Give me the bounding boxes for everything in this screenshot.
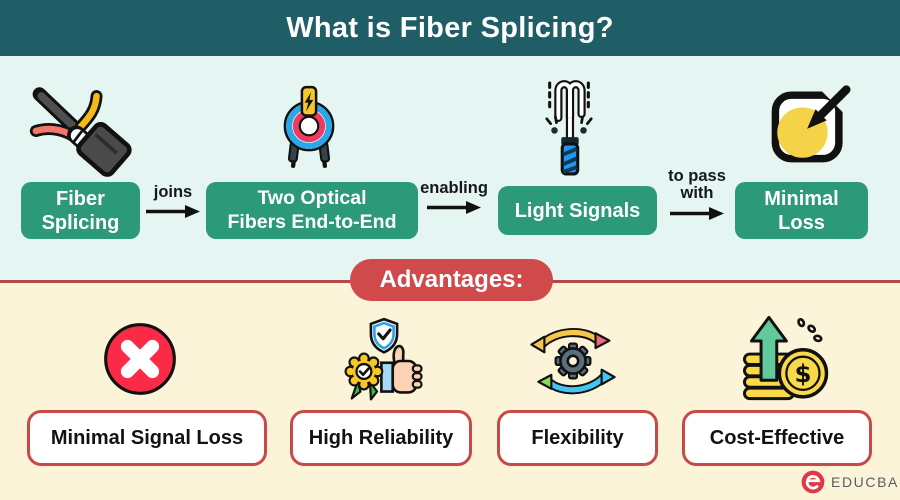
brand-logo: EDUCBA — [800, 469, 899, 495]
educba-swirl-icon — [801, 470, 825, 494]
light-signal-wand-icon — [540, 79, 598, 176]
advantage-box-cost-effective: Cost-Effective — [682, 410, 872, 466]
optical-fiber-coil-icon — [270, 76, 348, 179]
header-banner: What is Fiber Splicing? — [0, 0, 900, 56]
advantage-label: Minimal Signal Loss — [50, 426, 244, 449]
cross-circle-icon — [101, 320, 179, 398]
step-box-two-optical-fibers: Two Optical Fibers End-to-End — [206, 182, 418, 239]
step-label: Two Optical Fibers End-to-End — [227, 187, 397, 233]
step-label: Light Signals — [514, 199, 641, 222]
connector-enabling: enabling — [420, 179, 488, 215]
minimize-arrow-icon — [762, 84, 856, 168]
svg-text:$: $ — [794, 359, 811, 388]
thumbs-up-badge-icon — [336, 316, 432, 406]
step-box-minimal-loss: Minimal Loss — [735, 182, 868, 239]
fiber-cable-icon — [22, 85, 138, 177]
advantage-box-high-reliability: High Reliability — [290, 410, 472, 466]
connector-to-pass-with: to pass with — [664, 167, 730, 221]
advantage-box-flexibility: Flexibility — [497, 410, 658, 466]
advantage-label: Flexibility — [531, 426, 624, 449]
connector-label: joins — [153, 183, 193, 201]
arrow-right-icon — [427, 201, 481, 215]
page-title: What is Fiber Splicing? — [286, 11, 614, 44]
arrow-right-icon — [146, 205, 200, 219]
coins-dollar-growth-icon: $ — [734, 311, 830, 405]
step-label: Minimal Loss — [764, 187, 839, 234]
connector-label: enabling — [420, 179, 488, 197]
flow-section — [0, 56, 900, 281]
step-box-light-signals: Light Signals — [498, 186, 657, 235]
connector-label: to pass with — [668, 167, 726, 203]
connector-joins: joins — [140, 183, 206, 219]
step-box-fiber-splicing: Fiber Splicing — [21, 182, 140, 239]
advantage-box-minimal-signal-loss: Minimal Signal Loss — [27, 410, 267, 466]
advantage-label: Cost-Effective — [709, 426, 845, 449]
advantages-heading: Advantages: — [379, 266, 524, 293]
step-label: Fiber Splicing — [41, 187, 120, 234]
gear-cycle-arrows-icon — [529, 322, 617, 400]
advantages-heading-pill: Advantages: — [350, 259, 553, 301]
arrow-right-icon — [670, 206, 724, 220]
advantage-label: High Reliability — [308, 426, 454, 449]
brand-name: EDUCBA — [831, 474, 899, 490]
